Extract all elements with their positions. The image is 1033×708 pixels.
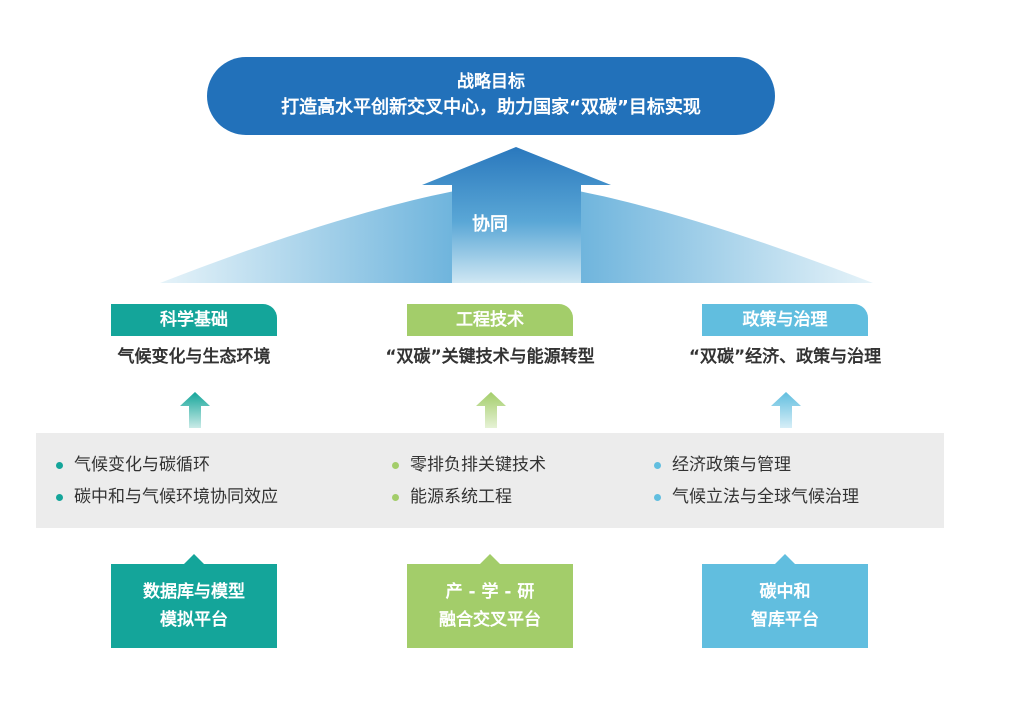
list-item: 碳中和与气候环境协同效应: [56, 481, 278, 513]
platform-think-tank: 碳中和 智库平台: [702, 554, 868, 648]
list-item: 能源系统工程: [392, 481, 546, 513]
list-item: 零排负排关键技术: [392, 449, 546, 481]
subtitle-policy: “双碳”经济、政策与治理: [688, 347, 882, 367]
bullet-icon: [654, 493, 661, 501]
bullet-icon: [392, 493, 399, 501]
arrow-right-wing: [573, 190, 873, 283]
up-arrow-icon: [771, 392, 801, 428]
strategic-goal-banner: 战略目标 打造高水平创新交叉中心，助力国家“双碳”目标实现: [207, 57, 775, 135]
synergy-label: 协同: [472, 214, 508, 235]
subtitle-science: 气候变化与生态环境: [117, 347, 271, 367]
up-arrow-icon: [476, 392, 506, 428]
list-policy: 经济政策与管理 气候立法与全球气候治理: [654, 449, 859, 513]
arrow-left-wing: [160, 190, 460, 283]
list-item: 经济政策与管理: [654, 449, 859, 481]
bullet-icon: [56, 493, 63, 501]
goal-subtitle: 打造高水平创新交叉中心，助力国家“双碳”目标实现: [281, 97, 701, 118]
subtitle-engineering: “双碳”关键技术与能源转型: [385, 347, 595, 367]
header-science: 科学基础: [111, 304, 277, 336]
platform-industry-academia: 产 - 学 - 研 融合交叉平台: [407, 554, 573, 648]
list-item: 气候立法与全球气候治理: [654, 481, 859, 513]
research-topics-band: [36, 433, 944, 528]
goal-title: 战略目标: [457, 72, 525, 92]
platform-database-model: 数据库与模型 模拟平台: [111, 554, 277, 648]
list-engineering: 零排负排关键技术 能源系统工程: [392, 449, 546, 513]
bullet-icon: [56, 461, 63, 469]
arrow-shaft: [422, 147, 611, 283]
bullet-icon: [654, 461, 661, 469]
header-engineering: 工程技术: [407, 304, 573, 336]
synergy-arrow: [160, 147, 873, 283]
list-item: 气候变化与碳循环: [56, 449, 278, 481]
bullet-icon: [392, 461, 399, 469]
list-science: 气候变化与碳循环 碳中和与气候环境协同效应: [56, 449, 278, 513]
up-arrow-icon: [180, 392, 210, 428]
header-policy: 政策与治理: [702, 304, 868, 336]
